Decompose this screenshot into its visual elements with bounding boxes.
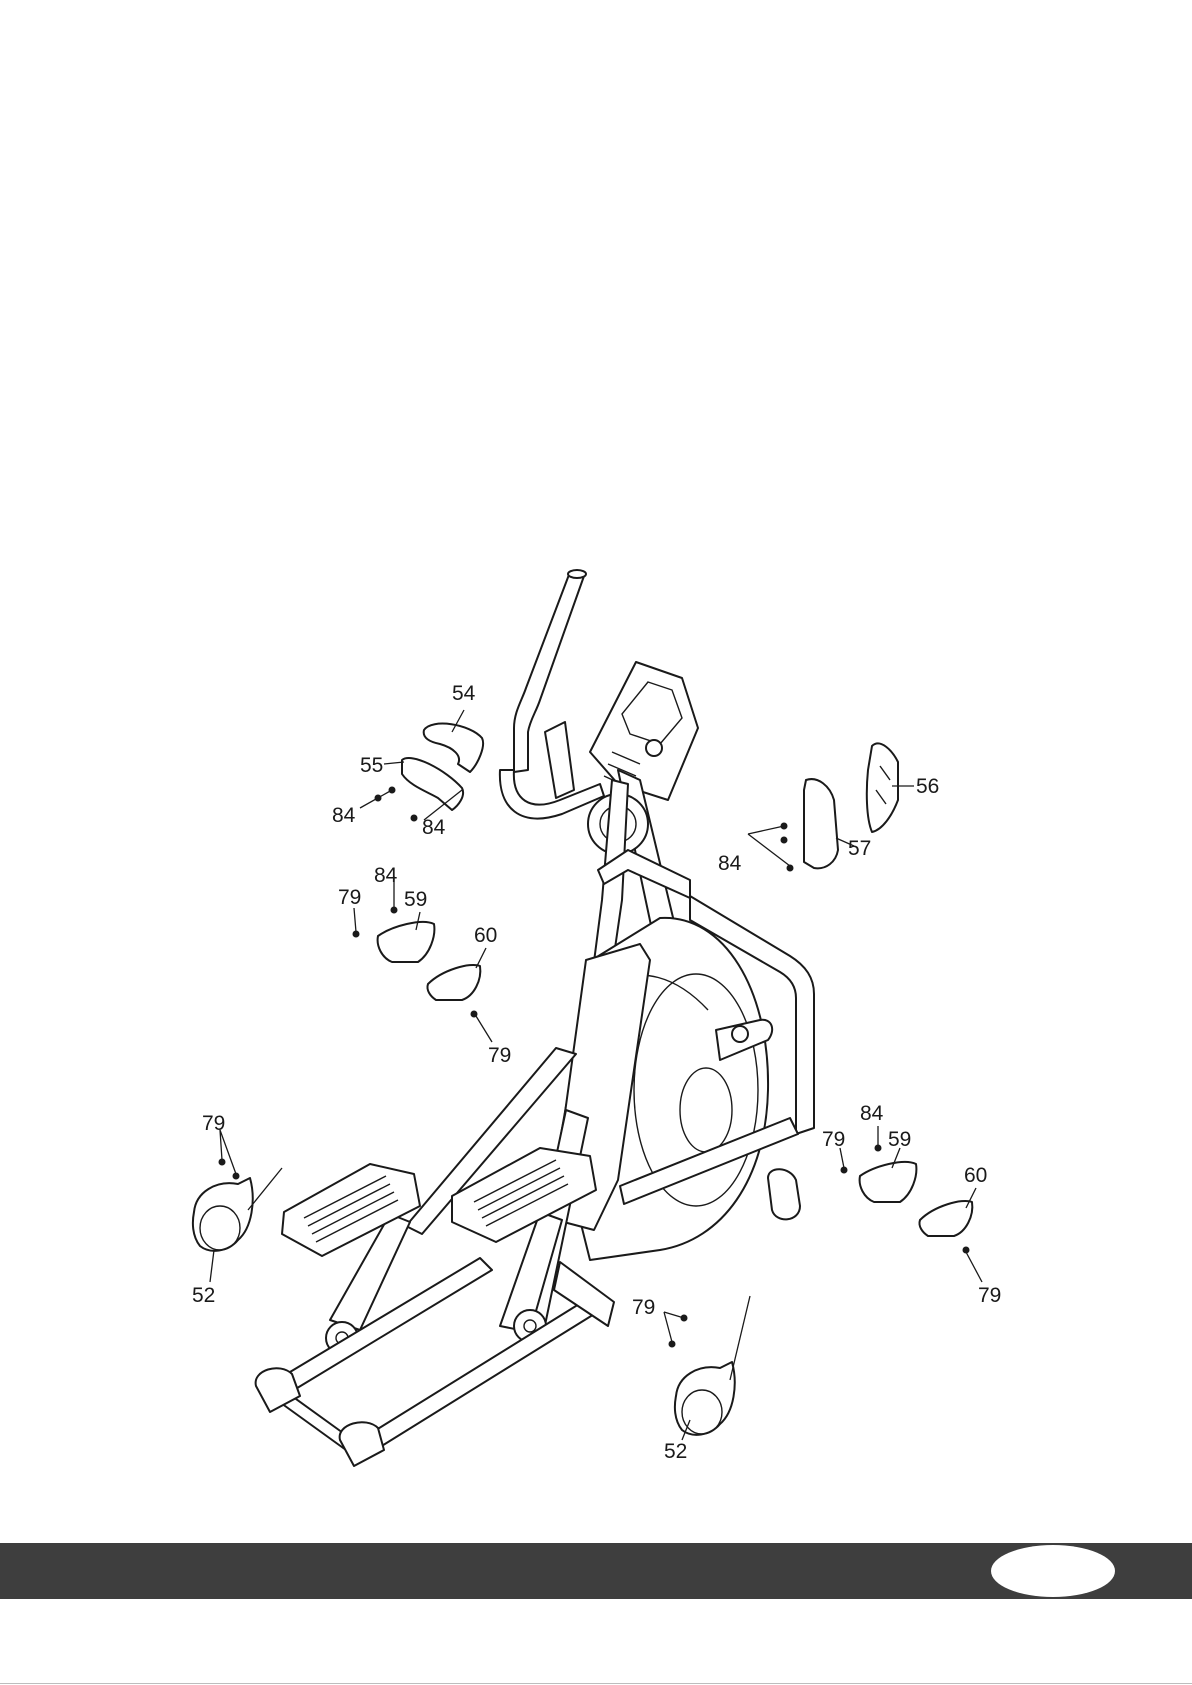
part-52-wheel-left — [193, 1178, 253, 1251]
callout-79: 79 — [338, 886, 361, 909]
callout-60: 60 — [474, 924, 497, 947]
callout-84: 84 — [718, 852, 742, 875]
part-59-cover-right — [860, 1162, 917, 1202]
callout-84: 84 — [332, 804, 356, 827]
callout-84: 84 — [422, 816, 446, 839]
callout-57: 57 — [848, 837, 871, 860]
callout-55: 55 — [360, 754, 383, 777]
callout-59: 59 — [888, 1128, 911, 1151]
foot-cap-front-right — [340, 1422, 384, 1466]
callout-79: 79 — [822, 1128, 845, 1151]
part-57-cover — [804, 779, 838, 868]
callout-84: 84 — [860, 1102, 884, 1125]
callout-52: 52 — [192, 1284, 215, 1307]
callout-59: 59 — [404, 888, 427, 911]
callout-54: 54 — [452, 682, 476, 705]
callout-52: 52 — [664, 1440, 687, 1463]
callout-79: 79 — [488, 1044, 511, 1067]
callout-56: 56 — [916, 775, 939, 798]
part-60-cover-right — [919, 1201, 972, 1236]
callout-79: 79 — [978, 1284, 1001, 1307]
handlebar-tube — [545, 722, 574, 798]
console — [590, 662, 698, 800]
callout-79: 79 — [202, 1112, 225, 1135]
callout-79: 79 — [632, 1296, 655, 1319]
part-59-cover-left — [378, 922, 435, 962]
callout-84: 84 — [374, 864, 398, 887]
part-60-cover-left — [427, 965, 480, 1000]
part-56-cover — [867, 743, 898, 832]
part-55-cover — [402, 758, 463, 810]
page-number-badge — [991, 1545, 1115, 1597]
handlebar-cap — [568, 570, 586, 578]
part-52-wheel-right — [675, 1362, 735, 1435]
page-bottom-rule — [0, 1683, 1192, 1684]
callout-60: 60 — [964, 1164, 987, 1187]
elliptical-trainer-drawing — [256, 570, 814, 1466]
tension-knob — [768, 1169, 800, 1219]
console-knob — [646, 740, 662, 756]
